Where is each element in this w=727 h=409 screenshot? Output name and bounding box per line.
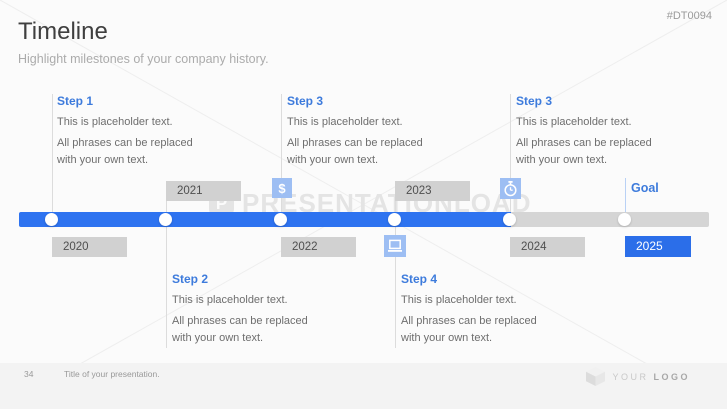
step-block-4: Step 4 This is placeholder text. All phr… (401, 272, 551, 351)
connector-step3b (510, 94, 511, 212)
stopwatch-icon (500, 178, 521, 199)
milestone-dot-2020 (45, 213, 58, 226)
step-text-line1: This is placeholder text. (401, 294, 517, 306)
page-title: Timeline (18, 18, 108, 45)
milestone-dot-2023 (388, 213, 401, 226)
timeline-bar-remaining (511, 212, 709, 227)
footer-presentation-title: Title of your presentation. (64, 369, 160, 379)
connector-step1 (52, 94, 53, 212)
milestone-dot-2024 (503, 213, 516, 226)
laptop-icon (384, 235, 406, 257)
step-text-line2: All phrases can be replaced with your ow… (57, 136, 193, 167)
step-title: Step 3 (516, 94, 553, 108)
connector-step2 (166, 227, 167, 348)
year-box-2021: 2021 (166, 181, 241, 201)
year-box-2020: 2020 (52, 237, 127, 257)
cube-logo-icon (586, 367, 606, 386)
your-logo-text: YOUR LOGO (612, 372, 690, 382)
goal-label: Goal (631, 181, 659, 195)
connector-step4 (395, 227, 396, 348)
step-text-line1: This is placeholder text. (516, 116, 632, 128)
logo-placeholder: YOUR LOGO (586, 367, 690, 386)
logo-text-your: YOUR (612, 371, 654, 382)
milestone-dot-2025 (618, 213, 631, 226)
step-text-line2: All phrases can be replaced with your ow… (287, 136, 423, 167)
connector-step3 (281, 94, 282, 212)
milestone-dot-2022 (274, 213, 287, 226)
logo-text-logo: LOGO (653, 371, 690, 382)
step-block-3: Step 3 This is placeholder text. All phr… (287, 94, 437, 173)
step-title: Step 4 (401, 272, 438, 286)
step-block-1: Step 1 This is placeholder text. All phr… (57, 94, 207, 173)
step-title: Step 2 (172, 272, 209, 286)
step-text-line1: This is placeholder text. (172, 294, 288, 306)
step-text-line1: This is placeholder text. (287, 116, 403, 128)
step-text-line2: All phrases can be replaced with your ow… (401, 314, 537, 345)
step-text-line2: All phrases can be replaced with your ow… (516, 136, 652, 167)
milestone-dot-2021 (159, 213, 172, 226)
step-block-2: Step 2 This is placeholder text. All phr… (172, 272, 322, 351)
year-box-2024: 2024 (510, 237, 585, 257)
page-subtitle: Highlight milestones of your company his… (18, 52, 269, 66)
year-box-2025: 2025 (625, 236, 691, 257)
connector-goal (625, 178, 626, 212)
footer-band (0, 363, 727, 409)
dollar-icon: $ (272, 178, 292, 198)
template-code: #DT0094 (666, 10, 712, 22)
step-text-line1: This is placeholder text. (57, 116, 173, 128)
step-title: Step 1 (57, 94, 94, 108)
step-title: Step 3 (287, 94, 324, 108)
year-box-2022: 2022 (281, 237, 356, 257)
step-text-line2: All phrases can be replaced with your ow… (172, 314, 308, 345)
page-number: 34 (24, 369, 34, 379)
timeline-bar-progress (19, 212, 511, 227)
year-box-2023: 2023 (395, 181, 470, 201)
step-block-3b: Step 3 This is placeholder text. All phr… (516, 94, 666, 173)
